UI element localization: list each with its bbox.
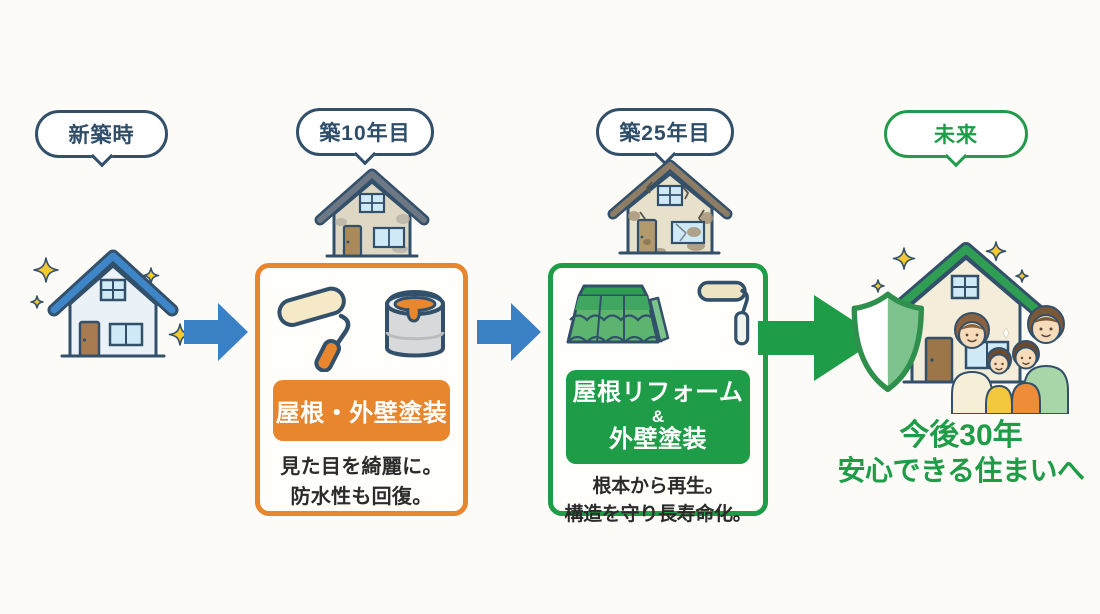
stage-bubble-year-25: 築25年目 <box>596 108 734 166</box>
paint-card-title: 屋根・外壁塗装 <box>275 400 448 427</box>
reform-card-title-amp: & <box>651 406 665 426</box>
paint-card-title-badge: 屋根・外壁塗装 <box>273 380 450 441</box>
paint-card-desc-line1: 見た目を綺麗に。 <box>280 456 443 478</box>
paint-can-icon <box>384 290 445 358</box>
aged-house-10yr-icon <box>314 168 430 258</box>
paint-card-desc-line2: 防水性も回復。 <box>290 486 433 508</box>
stage-label-year-25: 築25年目 <box>619 122 711 145</box>
reform-card: 屋根リフォーム & 外壁塗装 根本から再生。 構造を守り長寿命化。 <box>548 263 768 525</box>
paint-roller-icon <box>697 280 750 346</box>
arrow-right-icon <box>758 295 880 381</box>
stage-bubble-future: 未来 <box>884 110 1028 168</box>
reform-card-desc-line1: 根本から再生。 <box>592 476 724 498</box>
future-message-line1: 今後30年 <box>899 419 1023 452</box>
stage-label-future: 未来 <box>934 124 978 147</box>
reform-card-title-line2: 外壁塗装 <box>609 426 707 454</box>
roof-tiles-icon <box>566 284 670 344</box>
paint-card: 屋根・外壁塗装 見た目を綺麗に。 防水性も回復。 <box>255 263 468 516</box>
stage-bubble-new-build: 新築時 <box>35 110 168 168</box>
sparkle-icon <box>30 257 192 346</box>
aged-house-25yr-icon <box>607 159 733 255</box>
reform-card-title-badge: 屋根リフォーム & 外壁塗装 <box>566 370 750 465</box>
paint-card-description: 見た目を綺麗に。 防水性も回復。 <box>260 452 463 512</box>
reform-card-title-line1: 屋根リフォーム <box>572 379 744 406</box>
reform-card-icons <box>553 278 763 362</box>
future-message-line2: 安心できる住まいへ <box>837 455 1085 486</box>
reform-card-description: 根本から再生。 構造を守り長寿命化。 <box>553 473 763 529</box>
arrow-right-icon <box>184 303 248 361</box>
stage-label-year-10: 築10年目 <box>319 122 411 145</box>
family-icon <box>951 305 1069 414</box>
paint-card-icons <box>260 280 463 372</box>
stage-bubble-year-10: 築10年目 <box>296 108 434 166</box>
future-home-scene <box>851 241 1069 414</box>
house <box>47 249 179 358</box>
future-message: 今後30年 安心できる住まいへ <box>820 418 1100 488</box>
paint-roller-icon <box>276 286 350 372</box>
sparkle-icon <box>871 241 1029 293</box>
stage-label-new-build: 新築時 <box>68 124 135 147</box>
reform-card-desc-line2: 構造を守り長寿命化。 <box>564 504 752 526</box>
shield-icon <box>851 291 924 393</box>
new-house-icon <box>30 249 192 358</box>
arrow-right-icon <box>477 303 541 361</box>
